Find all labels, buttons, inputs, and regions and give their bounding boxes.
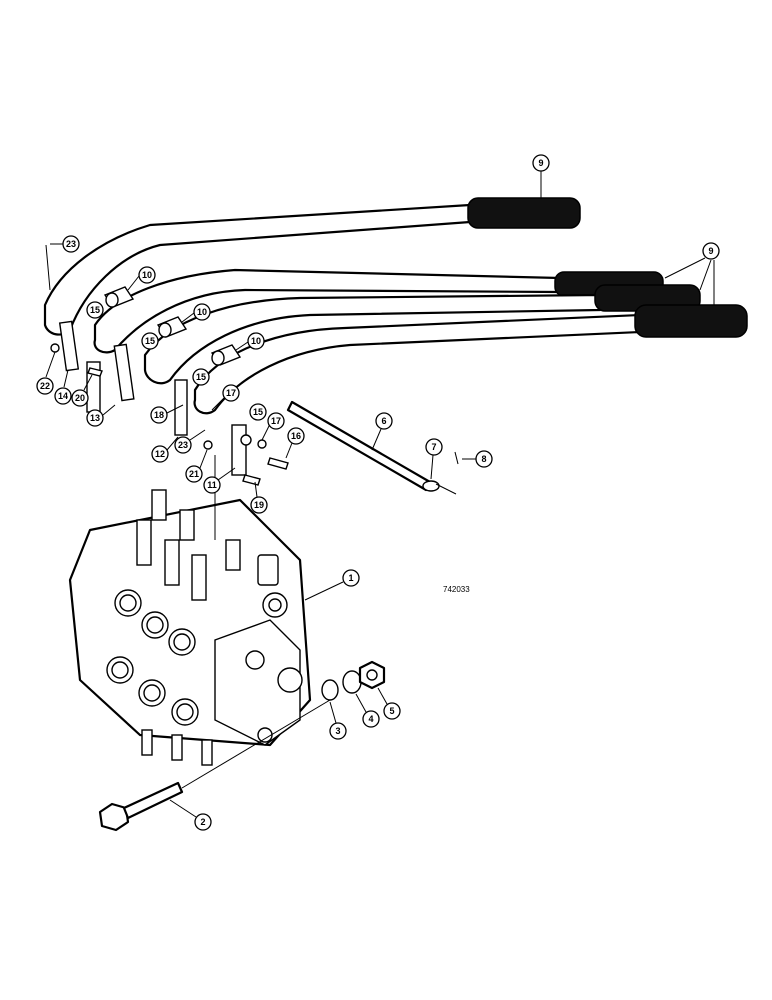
callout-2: 2 [169, 799, 212, 831]
svg-text:16: 16 [291, 431, 301, 441]
callout-19: 19 [250, 481, 268, 514]
svg-text:20: 20 [75, 393, 85, 403]
control-valve-body [68, 489, 312, 766]
callout-1: 1 [304, 569, 360, 601]
callout-11: 11 [203, 467, 236, 494]
callout-3: 3 [329, 701, 347, 740]
washer-7 [422, 480, 440, 492]
svg-text:13: 13 [90, 413, 100, 423]
callout-12: 12 [151, 436, 179, 463]
callout-15: 15 [249, 403, 267, 421]
callout-20: 20 [71, 374, 93, 407]
callout-10: 10 [127, 266, 156, 291]
svg-text:9: 9 [538, 158, 543, 168]
lock-washer-4 [342, 670, 362, 694]
callout-22: 22 [36, 351, 56, 395]
svg-text:1: 1 [348, 573, 353, 583]
callout-18: 18 [150, 404, 184, 424]
svg-text:6: 6 [381, 416, 386, 426]
assembly-leader-lines [214, 451, 459, 540]
callout-8: 8 [462, 450, 493, 468]
valve-spools [136, 489, 279, 601]
svg-text:21: 21 [189, 469, 199, 479]
callout-23: 23 [174, 429, 206, 454]
callout-10: 10 [235, 332, 265, 351]
figure-code: 742033 [443, 585, 470, 594]
svg-text:10: 10 [251, 336, 261, 346]
callout-7: 7 [425, 438, 443, 480]
callout-4: 4 [355, 693, 380, 728]
callout-15: 15 [86, 301, 104, 319]
callouts: 9 9 23 10 10 10 [36, 154, 720, 831]
svg-text:2: 2 [200, 817, 205, 827]
svg-text:17: 17 [271, 416, 281, 426]
callout-17: 17 [211, 384, 240, 411]
svg-text:19: 19 [254, 500, 264, 510]
svg-text:7: 7 [431, 442, 436, 452]
callout-21: 21 [185, 449, 208, 483]
svg-text:15: 15 [90, 305, 100, 315]
callout-10: 10 [181, 303, 211, 323]
callout-15: 15 [141, 332, 159, 350]
callout-16: 16 [285, 427, 305, 459]
bolt-2 [98, 699, 331, 832]
svg-text:23: 23 [66, 239, 76, 249]
svg-text:12: 12 [155, 449, 165, 459]
spacers [103, 286, 242, 366]
lever-grip-4 [634, 304, 748, 338]
svg-text:5: 5 [389, 706, 394, 716]
control-lever-4 [193, 304, 748, 415]
callout-23: 23 [50, 235, 80, 253]
control-lever-1 [43, 197, 581, 336]
svg-text:14: 14 [58, 391, 68, 401]
callout-5: 5 [377, 687, 401, 720]
callout-14: 14 [54, 369, 72, 405]
link-plates [58, 320, 247, 476]
callout-13: 13 [86, 404, 116, 427]
callout-9: 9 [532, 154, 550, 198]
svg-text:15: 15 [196, 372, 206, 382]
svg-text:18: 18 [154, 410, 164, 420]
callout-6: 6 [371, 412, 393, 451]
svg-text:10: 10 [197, 307, 207, 317]
svg-text:15: 15 [253, 407, 263, 417]
svg-text:22: 22 [40, 381, 50, 391]
svg-text:15: 15 [145, 336, 155, 346]
callout-9: 9 [664, 242, 720, 305]
control-lever-2 [93, 268, 664, 354]
pivot-shaft [286, 400, 432, 492]
svg-text:23: 23 [178, 440, 188, 450]
washer-3 [321, 679, 339, 701]
callout-15: 15 [192, 368, 210, 386]
svg-text:8: 8 [481, 454, 486, 464]
svg-text:11: 11 [207, 480, 217, 490]
svg-text:4: 4 [368, 714, 373, 724]
svg-text:9: 9 [708, 246, 713, 256]
svg-text:10: 10 [142, 270, 152, 280]
svg-text:17: 17 [226, 388, 236, 398]
svg-text:3: 3 [335, 726, 340, 736]
lever-grip-1 [467, 197, 581, 229]
callout-17: 17 [261, 412, 285, 441]
valve-ports [106, 589, 199, 726]
